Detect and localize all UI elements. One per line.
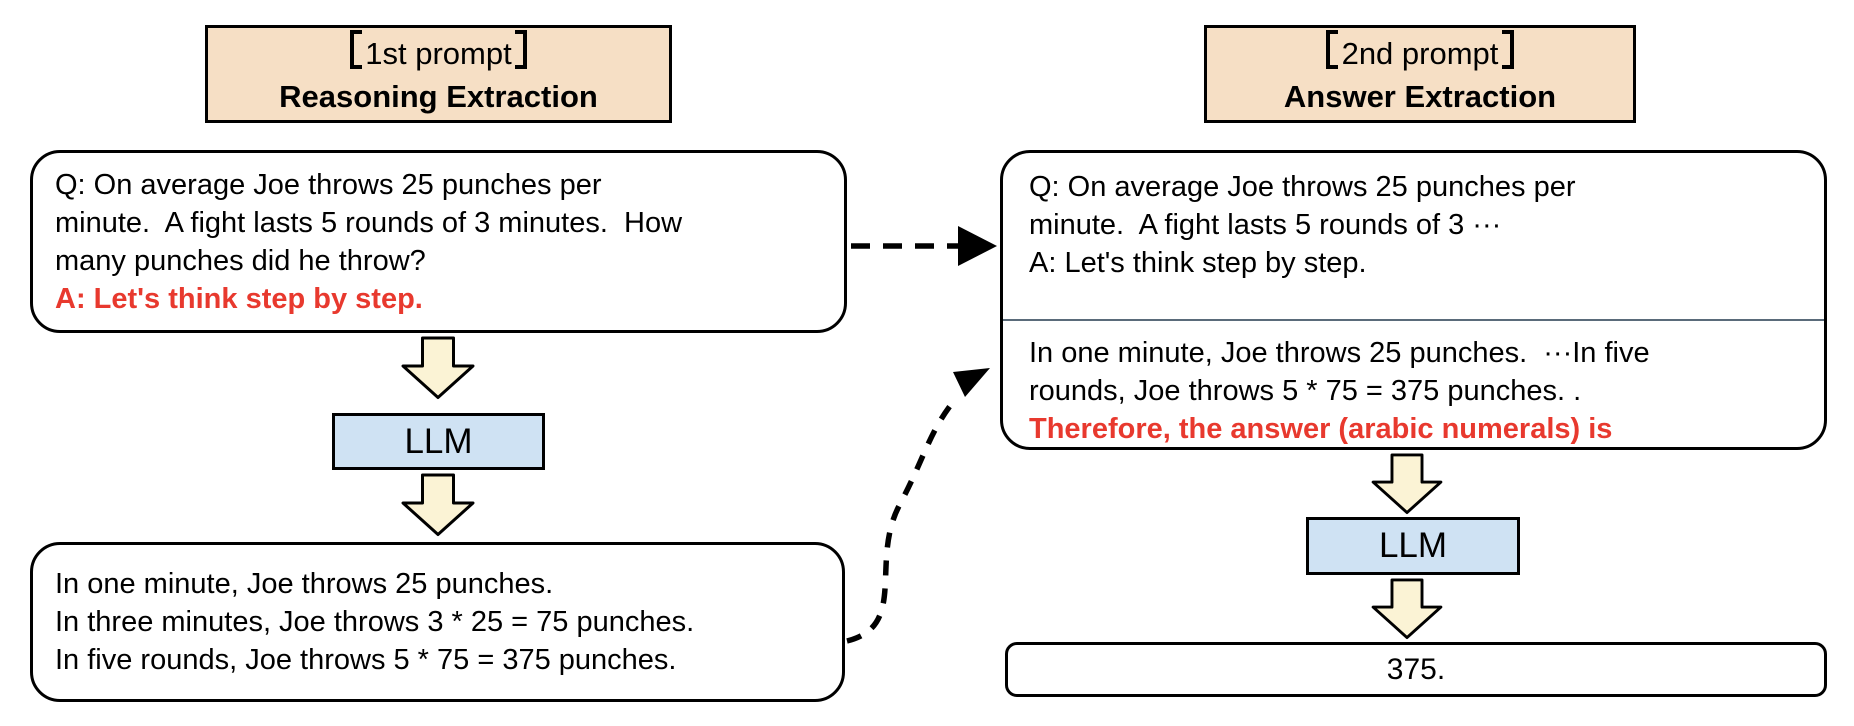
lenticular-bracket-right-icon bbox=[1502, 30, 1515, 69]
arrowhead-right-icon bbox=[958, 226, 997, 266]
second-prompt-header-title: Answer Extraction bbox=[1283, 78, 1557, 114]
question-truncated-text: Q: On average Joe throws 25 punches per … bbox=[1029, 171, 1576, 241]
flow-arrow-down-icon bbox=[1371, 578, 1443, 640]
reasoning-line: In three minutes, Joe throws 3 * 25 = 75… bbox=[55, 606, 695, 638]
lenticular-bracket-left-icon bbox=[1325, 30, 1338, 69]
first-prompt-header-label: 1st prompt bbox=[365, 36, 512, 72]
dashed-connector-reasoning bbox=[846, 368, 990, 644]
llm-label: LLM bbox=[1378, 526, 1448, 565]
cot-trigger-text: A: Let's think step by step. bbox=[55, 283, 423, 315]
answer-trigger-text: Therefore, the answer (arabic numerals) … bbox=[1029, 413, 1613, 445]
second-prompt-header-label: 2nd prompt bbox=[1341, 36, 1499, 72]
final-answer-box: 375. bbox=[1005, 642, 1827, 697]
cot-trigger-text: A: Let's think step by step. bbox=[1029, 247, 1367, 279]
lenticular-bracket-left-icon bbox=[349, 30, 362, 69]
question-text: Q: On average Joe throws 25 punches per … bbox=[55, 169, 683, 277]
flow-arrow-down-icon bbox=[401, 336, 475, 399]
arrowhead-upright-icon bbox=[953, 368, 990, 397]
llm-box-stage1: LLM bbox=[332, 413, 545, 470]
first-prompt-header: 1st prompt Reasoning Extraction bbox=[205, 25, 672, 123]
reasoning-line: In five rounds, Joe throws 5 * 75 = 375 … bbox=[55, 644, 677, 676]
reasoning-output-box: In one minute, Joe throws 25 punches. In… bbox=[30, 542, 845, 702]
answer-prompt-box: Q: On average Joe throws 25 punches per … bbox=[1000, 150, 1827, 450]
dashed-connector-question bbox=[851, 226, 997, 266]
llm-box-stage2: LLM bbox=[1306, 517, 1520, 575]
reasoning-truncated-text: In one minute, Joe throws 25 punches. ··… bbox=[1029, 337, 1650, 407]
flow-arrow-down-icon bbox=[1371, 453, 1443, 515]
first-prompt-header-stage: 1st prompt bbox=[349, 30, 528, 75]
second-prompt-header: 2nd prompt Answer Extraction bbox=[1204, 25, 1636, 123]
final-answer-value: 375. bbox=[1386, 652, 1446, 686]
first-prompt-header-title: Reasoning Extraction bbox=[279, 78, 598, 114]
answer-prompt-reasoning-section: In one minute, Joe throws 25 punches. ··… bbox=[1003, 321, 1824, 447]
reasoning-line: In one minute, Joe throws 25 punches. bbox=[55, 568, 554, 600]
answer-prompt-question-section: Q: On average Joe throws 25 punches per … bbox=[1003, 153, 1824, 321]
flow-arrow-down-icon bbox=[401, 473, 475, 536]
second-prompt-header-stage: 2nd prompt bbox=[1325, 30, 1515, 75]
reasoning-prompt-box: Q: On average Joe throws 25 punches per … bbox=[30, 150, 847, 333]
llm-label: LLM bbox=[404, 421, 473, 461]
lenticular-bracket-right-icon bbox=[515, 30, 528, 69]
